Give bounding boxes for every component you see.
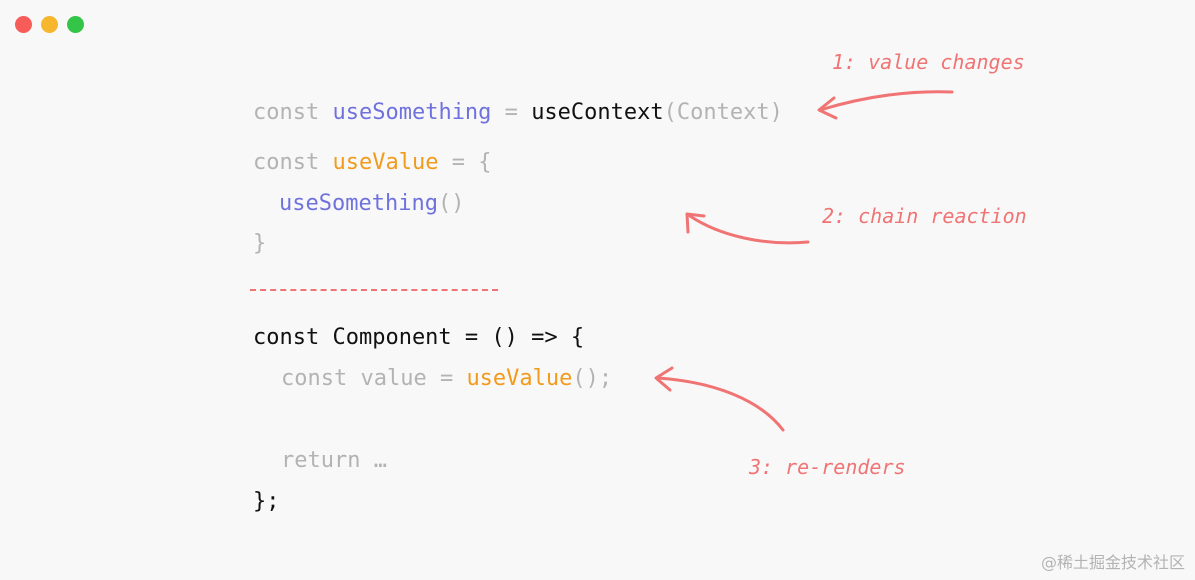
arrow-strokes [654,90,954,432]
call-useValue: useValue [466,366,573,391]
code-line-4: } [253,231,267,256]
window-controls [15,16,84,33]
code-line-8: }; [253,489,280,514]
arrow-3-head [654,366,674,392]
code-line-3: useSomething() [279,189,464,219]
dashed-divider [250,289,498,291]
keyword-const: const [253,100,333,125]
code-line-5: const Component = () => { [253,325,585,350]
identifier-useValue: useValue [332,150,439,175]
code-line-7: return … [281,448,387,473]
annotation-chain-reaction: 2: chain reaction [822,204,1027,228]
annotation-value-changes: 1: value changes [832,50,1025,74]
arrow-2-head [685,212,706,234]
args-context: (Context) [663,100,783,125]
annotation-re-renders: 3: re-renders [749,455,906,479]
identifier-useSomething: useSomething [332,100,492,125]
operator-open-brace: = { [438,150,492,175]
code-line-1: const useSomething = useContext(Context) [253,98,783,128]
call-parens-semicolon: (); [572,366,613,391]
minimize-dot-icon[interactable] [41,16,58,33]
maximize-dot-icon[interactable] [67,16,84,33]
function-useContext: useContext [531,100,664,125]
call-useSomething: useSomething [279,191,438,216]
keyword-const: const [253,150,333,175]
watermark: @稀土掘金技术社区 [1040,553,1185,572]
arrow-3-shaft [656,376,785,432]
arrow-2-shaft [688,214,810,245]
arrow-1-head [817,96,838,120]
close-dot-icon[interactable] [15,16,32,33]
const-value-decl: const value = [281,366,467,391]
call-parens: () [437,191,465,216]
operator-equals: = [491,100,532,125]
code-line-2: const useValue = { [253,148,491,178]
code-line-6: const value = useValue(); [281,364,612,394]
arrow-1-shaft [818,90,954,112]
